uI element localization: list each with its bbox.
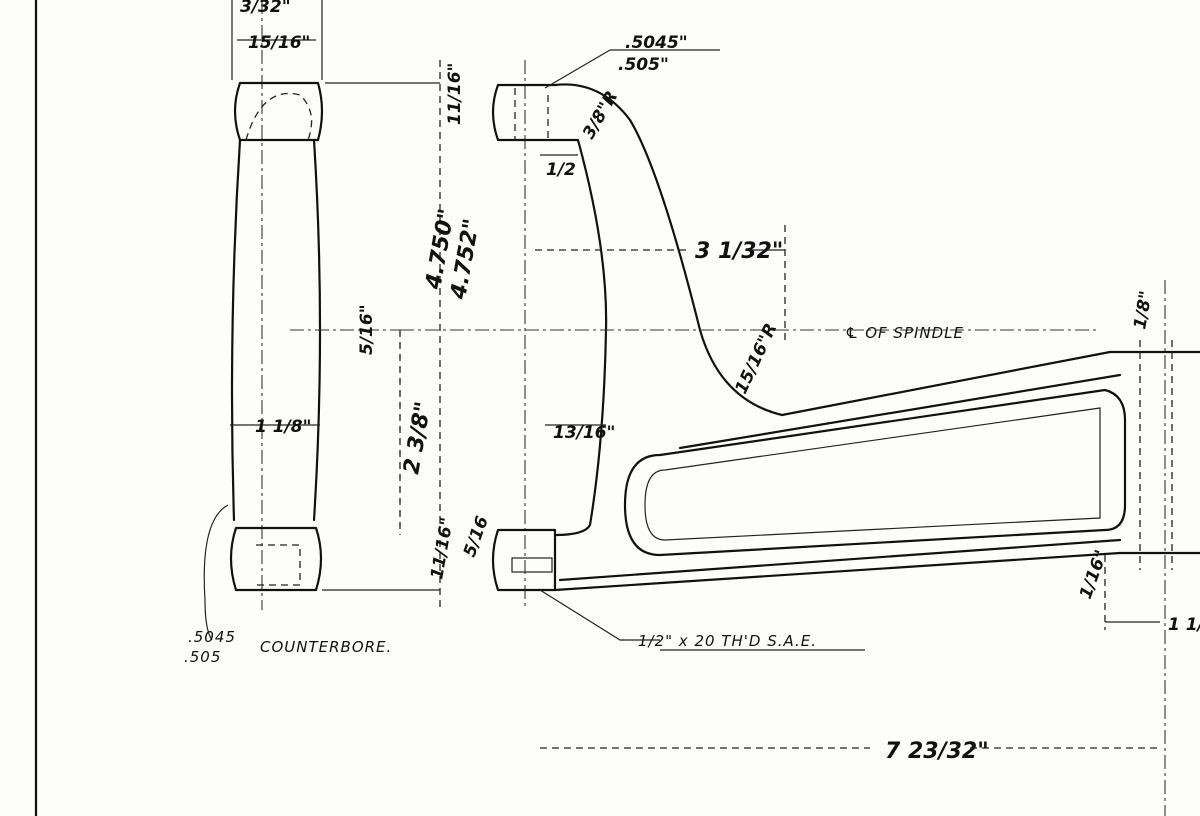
counterbore-hidden [256,544,301,586]
dim-top-boss-height: 11/16" [445,63,465,125]
thread-leader [539,589,660,641]
dim-radius-small: 3/8"R [579,88,622,143]
dim-shaft-width: 1 1/8" [255,417,311,437]
thread-note: 1/2" x 20 TH'D S.A.E. [638,632,817,650]
counterbore-label: COUNTERBORE. [260,638,392,656]
dim-arm-offset: 3 1/32" [695,239,783,264]
dim-radius-large: 15/16"R [731,320,781,397]
bottom-boss [229,526,323,592]
dim-right-width: 1 1/2" [1168,615,1200,635]
dim-boss-width: 15/16" [248,33,310,53]
dim-overall-length: 7 23/32" [885,739,989,764]
lever-top-edge [780,350,1200,417]
hidden-bore [245,92,313,141]
counterbore-upper: .5045 [188,628,236,646]
dim-lower-height: 2 3/8" [399,400,436,476]
lever-bottom-edge [553,551,1200,592]
dim-half-inch: 1/2 [546,160,576,180]
arm-outer-edge [496,83,784,417]
counterbore-leader [203,504,229,641]
dim-bottom-boss-height: 11/16" [427,516,458,581]
bore-leader [544,49,611,89]
lever-slot-inner [644,407,1101,541]
arm-shaft [230,138,322,522]
front-view [399,49,1200,816]
dim-offset: 5/16" [357,304,377,355]
left-view [203,0,440,641]
dim-arm-thickness: 13/16" [553,423,615,443]
dim-bottom-step: 5/16 [460,514,493,560]
bottom-boss [491,528,557,592]
lever-slot [623,388,1127,557]
counterbore-lower: .505 [184,648,221,666]
arm-inner-edge [491,83,608,537]
top-boss [233,81,324,142]
dim-right-top: 1/8" [1130,289,1156,331]
bore-upper: .5045" [625,33,688,53]
thread-hole [511,557,553,573]
spindle-label: ℄ OF SPINDLE [845,324,964,342]
lever-bottom-inner [558,538,1122,582]
dim-top-width: 3/32" [240,0,291,17]
bore-lower: .505" [618,55,669,75]
lever-top-inner [678,373,1122,450]
